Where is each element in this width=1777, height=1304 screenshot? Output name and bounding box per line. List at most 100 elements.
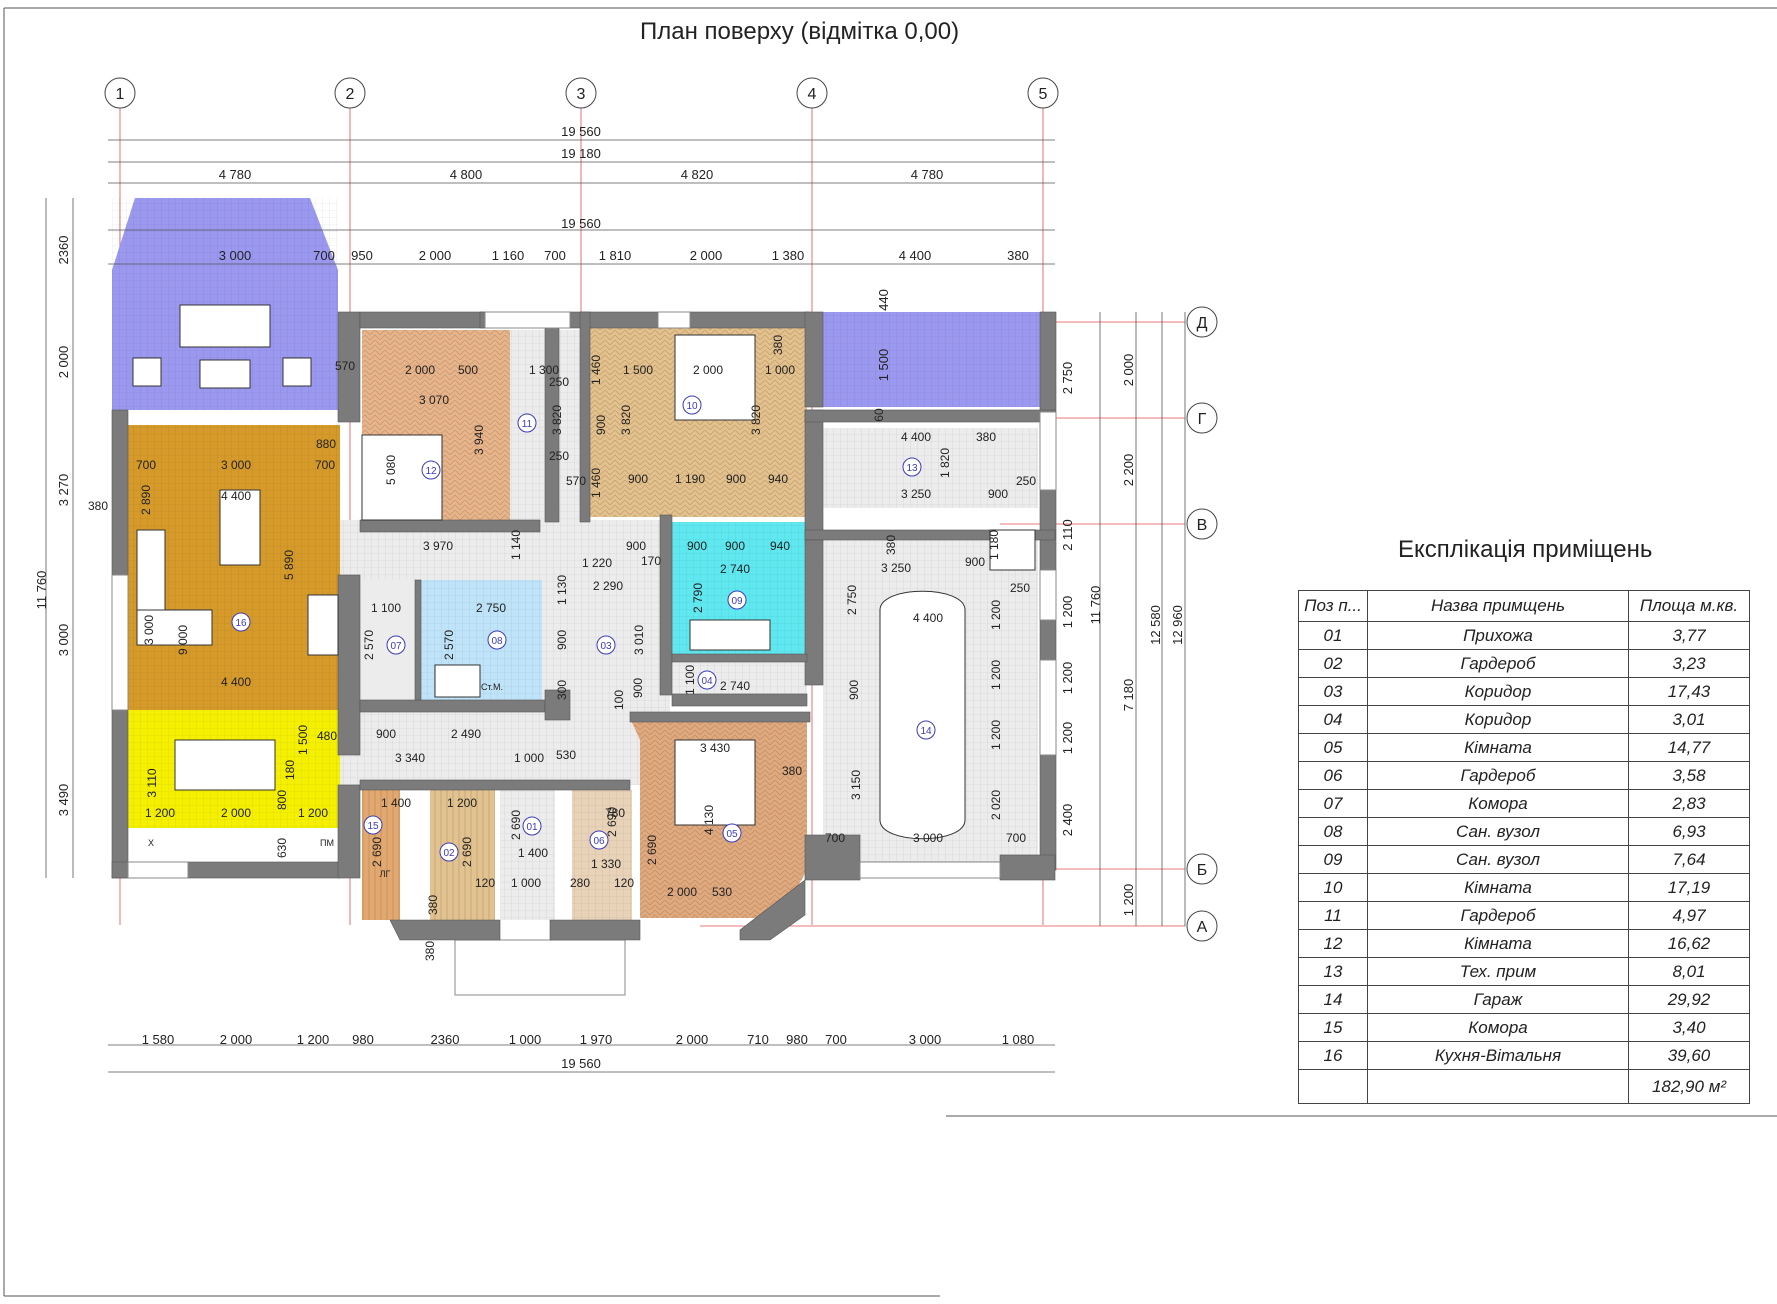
- dim-interior: 2 000: [693, 363, 723, 377]
- row-area: 8,01: [1628, 957, 1750, 986]
- dim-interior: 1 200: [989, 660, 1003, 690]
- dim-interior: 480: [317, 729, 337, 743]
- axis-letter-label: В: [1197, 517, 1208, 534]
- header-position: Поз п...: [1298, 590, 1368, 622]
- dim-interior: 1 140: [509, 530, 523, 560]
- dim-top-row: 380: [1007, 248, 1029, 263]
- windows: [111, 311, 1057, 879]
- room-number-label: 06: [593, 836, 605, 847]
- dim-interior: 4 400: [913, 611, 943, 625]
- dim-top-bay: 4 820: [681, 167, 714, 182]
- dim-interior: 2 570: [442, 630, 456, 660]
- dim-right-chain2: 7 180: [1121, 679, 1136, 712]
- dim-interior: 3 110: [145, 768, 159, 797]
- dim-interior: 1 300: [529, 363, 559, 377]
- row-room-name: Коридор: [1367, 705, 1629, 734]
- row-position: 09: [1298, 845, 1368, 874]
- row-area: 14,77: [1628, 733, 1750, 762]
- row-area: 6,93: [1628, 817, 1750, 846]
- dim-interior: 2 000: [405, 363, 435, 377]
- dim-right-chain: 2 750: [1060, 362, 1075, 395]
- dim-top-row: 1 810: [599, 248, 632, 263]
- dim-bottom-row: 1 580: [142, 1032, 175, 1047]
- dim-interior: 900: [594, 415, 608, 435]
- axis-bubble: [1186, 402, 1218, 434]
- room-07-area: [360, 580, 415, 700]
- room-number-label: 01: [526, 822, 538, 833]
- dim-interior: 900: [847, 680, 861, 700]
- dim-interior: 2 570: [362, 630, 376, 660]
- dim-interior: 250: [549, 449, 569, 463]
- row-position: 05: [1298, 733, 1368, 762]
- axis-letter-label: Г: [1198, 411, 1207, 428]
- dim-left-chain: 2 000: [56, 346, 71, 379]
- dim-interior: 3 150: [849, 770, 863, 800]
- dim-interior: 3 340: [395, 751, 425, 765]
- dim-interior: 380: [771, 335, 785, 355]
- row-room-name: Тех. прим: [1367, 957, 1629, 986]
- axis-bubble: [1186, 910, 1218, 942]
- dim-interior: 280: [570, 876, 590, 890]
- dim-interior: 2 690: [605, 807, 619, 837]
- room-number-bubble: [902, 457, 922, 477]
- dim-interior: 60: [872, 408, 886, 422]
- room-number-label: 14: [920, 726, 932, 737]
- row-position: 03: [1298, 677, 1368, 706]
- room-number-label: 13: [906, 463, 918, 474]
- dim-left-chain: 2360: [56, 236, 71, 265]
- room-number-label: 08: [491, 636, 503, 647]
- dim-interior: 800: [275, 790, 289, 810]
- row-room-name: Гардероб: [1367, 761, 1629, 790]
- dim-bottom-row: 3 000: [909, 1032, 942, 1047]
- dim-bottom-row: 980: [352, 1032, 374, 1047]
- dim-interior: 1 000: [511, 876, 541, 890]
- dim-right-chain2: 2 200: [1121, 454, 1136, 487]
- dim-interior: 3 820: [619, 405, 633, 435]
- dim-interior: 570: [566, 474, 586, 488]
- axis-letter-label: Б: [1197, 862, 1208, 879]
- row-room-name: Кімната: [1367, 733, 1629, 762]
- axis-number-label: 4: [808, 86, 817, 103]
- drawing-title: План поверху (відмітка 0,00): [640, 18, 960, 45]
- fixture-label-dishwasher: ПМ: [320, 838, 334, 848]
- row-area: 17,43: [1628, 677, 1750, 706]
- dim-right-total: 11 760: [1088, 586, 1103, 625]
- dim-interior: 700: [136, 458, 156, 472]
- dim-bottom-row: 2360: [431, 1032, 460, 1047]
- dim-interior: 4 400: [901, 430, 931, 444]
- room-number-label: 11: [522, 419, 533, 430]
- dim-right-chain: 2 400: [1060, 804, 1075, 837]
- row-position: 06: [1298, 761, 1368, 790]
- dim-interior: 3 070: [419, 393, 449, 407]
- room-number-bubble: [682, 395, 702, 415]
- dim-interior: 700: [825, 831, 845, 845]
- dim-interior: 900: [988, 487, 1008, 501]
- dim-interior: 3 000: [221, 458, 251, 472]
- row-area: 3,40: [1628, 1013, 1750, 1042]
- header-room-name: Назва примщень: [1367, 590, 1629, 622]
- dim-top-row: 950: [351, 248, 373, 263]
- row-area: 16,62: [1628, 929, 1750, 958]
- dim-interior: 3 940: [472, 425, 486, 455]
- dim-interior: 2 690: [460, 837, 474, 867]
- dim-bottom-row: 1 970: [580, 1032, 613, 1047]
- dim-right-chain: 1 200: [1060, 662, 1075, 695]
- dim-interior: 1 200: [145, 806, 175, 820]
- dim-bottom-row: 2 000: [676, 1032, 709, 1047]
- dim-top-row: 1 380: [772, 248, 805, 263]
- axis-number-label: 1: [116, 86, 125, 103]
- row-area: 3,58: [1628, 761, 1750, 790]
- dim-interior: 3 000: [142, 615, 156, 645]
- row-room-name: Гараж: [1367, 985, 1629, 1014]
- room-number-label: 05: [726, 829, 738, 840]
- dim-interior: 3 430: [700, 741, 730, 755]
- row-room-name: Гардероб: [1367, 649, 1629, 678]
- axis-bubble: [1027, 77, 1059, 109]
- room-number-label: 02: [443, 848, 455, 859]
